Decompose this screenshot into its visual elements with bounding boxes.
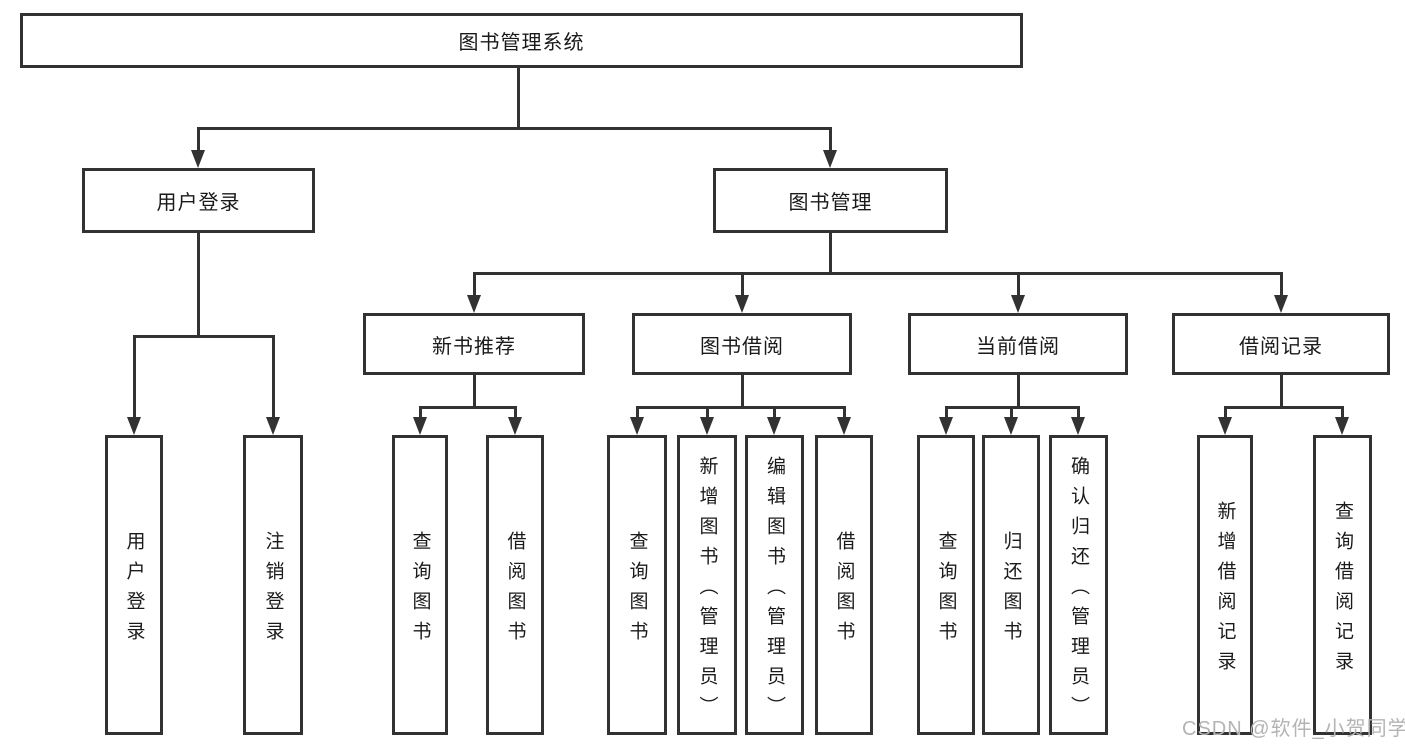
leaf-nbr-query-books: 查询图书 xyxy=(392,435,448,735)
connector-stem xyxy=(517,68,520,130)
connector-drop xyxy=(1010,406,1013,418)
node-borrow-records-label: 借阅记录 xyxy=(1239,335,1323,358)
arrowhead-icon xyxy=(127,417,141,435)
node-book-management-label: 图书管理 xyxy=(788,192,873,214)
leaf-user-login-label: 用户登录 xyxy=(123,530,145,651)
arrowhead-icon xyxy=(1071,417,1085,435)
leaf-cb-query-books: 查询图书 xyxy=(917,435,975,735)
connector-drop xyxy=(473,272,476,296)
connector-drop xyxy=(1341,406,1344,418)
arrowhead-icon xyxy=(767,417,781,435)
arrowhead-icon xyxy=(837,417,851,435)
arrowhead-icon xyxy=(823,150,837,168)
connector-drop xyxy=(741,272,744,296)
arrowhead-icon xyxy=(508,417,522,435)
leaf-br-query-record-label: 查询借阅记录 xyxy=(1332,500,1353,681)
arrowhead-icon xyxy=(467,295,481,313)
node-book-borrow-label: 图书借阅 xyxy=(700,335,784,358)
leaf-br-query-record: 查询借阅记录 xyxy=(1313,435,1372,735)
leaf-cb-confirm-return-admin: 确认归还（管理员） xyxy=(1049,435,1108,735)
connector-drop xyxy=(636,406,639,418)
connector-drop xyxy=(133,335,136,418)
node-user-login-label: 用户登录 xyxy=(156,192,241,214)
node-new-book-recommend-label: 新书推荐 xyxy=(432,335,516,358)
connector-drop xyxy=(1077,406,1080,418)
leaf-br-add-record: 新增借阅记录 xyxy=(1197,435,1253,735)
node-borrow-records: 借阅记录 xyxy=(1172,313,1390,375)
arrowhead-icon xyxy=(1218,417,1232,435)
connector-rail xyxy=(133,335,274,338)
arrowhead-icon xyxy=(735,295,749,313)
leaf-bb-query-books-label: 查询图书 xyxy=(626,530,648,651)
connector-rail xyxy=(419,406,516,409)
connector-rail xyxy=(1224,406,1343,409)
leaf-bb-borrow-books: 借阅图书 xyxy=(815,435,873,735)
node-user-login: 用户登录 xyxy=(82,168,315,233)
leaf-bb-add-books-admin-label: 新增图书（管理员） xyxy=(696,455,718,726)
connector-stem xyxy=(473,375,476,409)
leaf-nbr-query-books-label: 查询图书 xyxy=(409,530,431,651)
arrowhead-icon xyxy=(630,417,644,435)
connector-drop xyxy=(706,406,709,418)
arrowhead-icon xyxy=(1004,417,1018,435)
leaf-nbr-borrow-books: 借阅图书 xyxy=(486,435,544,735)
node-root: 图书管理系统 xyxy=(20,13,1023,68)
node-current-borrow: 当前借阅 xyxy=(908,313,1128,375)
leaf-cb-query-books-label: 查询图书 xyxy=(935,530,957,651)
leaf-logout-label: 注销登录 xyxy=(262,530,284,651)
leaf-cb-return-books-label: 归还图书 xyxy=(1000,530,1022,651)
node-new-book-recommend: 新书推荐 xyxy=(363,313,585,375)
arrowhead-icon xyxy=(1011,295,1025,313)
node-book-management: 图书管理 xyxy=(713,168,948,233)
arrowhead-icon xyxy=(700,417,714,435)
connector-drop xyxy=(197,127,200,151)
leaf-nbr-borrow-books-label: 借阅图书 xyxy=(504,530,526,651)
arrowhead-icon xyxy=(1274,295,1288,313)
connector-drop xyxy=(514,406,517,418)
connector-stem xyxy=(197,233,200,338)
leaf-bb-borrow-books-label: 借阅图书 xyxy=(833,530,855,651)
leaf-br-add-record-label: 新增借阅记录 xyxy=(1214,500,1236,681)
connector-drop xyxy=(1280,272,1283,296)
watermark: CSDN @软件_小贺同学 xyxy=(1182,718,1405,740)
connector-drop xyxy=(1017,272,1020,296)
arrowhead-icon xyxy=(191,150,205,168)
arrowhead-icon xyxy=(413,417,427,435)
leaf-bb-edit-books-admin-label: 编辑图书（管理员） xyxy=(764,455,785,726)
connector-drop xyxy=(945,406,948,418)
connector-drop xyxy=(829,127,832,151)
connector-rail xyxy=(636,406,845,409)
leaf-bb-query-books: 查询图书 xyxy=(607,435,667,735)
connector-drop xyxy=(843,406,846,418)
connector-rail xyxy=(473,272,1282,275)
leaf-logout: 注销登录 xyxy=(243,435,303,735)
leaf-bb-add-books-admin: 新增图书（管理员） xyxy=(677,435,737,735)
connector-stem xyxy=(741,375,744,409)
connector-drop xyxy=(1224,406,1227,418)
leaf-cb-return-books: 归还图书 xyxy=(982,435,1040,735)
arrowhead-icon xyxy=(266,417,280,435)
connector-stem xyxy=(1017,375,1020,409)
connector-stem xyxy=(829,233,832,275)
connector-drop xyxy=(272,335,275,418)
arrowhead-icon xyxy=(1335,417,1349,435)
connector-rail xyxy=(197,127,831,130)
connector-stem xyxy=(1280,375,1283,409)
node-current-borrow-label: 当前借阅 xyxy=(976,335,1060,358)
arrowhead-icon xyxy=(939,417,953,435)
connector-drop xyxy=(419,406,422,418)
node-book-borrow: 图书借阅 xyxy=(632,313,852,375)
node-root-label: 图书管理系统 xyxy=(458,32,585,54)
leaf-user-login: 用户登录 xyxy=(105,435,163,735)
connector-drop xyxy=(773,406,776,418)
leaf-cb-confirm-return-admin-label: 确认归还（管理员） xyxy=(1068,455,1089,726)
leaf-bb-edit-books-admin: 编辑图书（管理员） xyxy=(745,435,804,735)
